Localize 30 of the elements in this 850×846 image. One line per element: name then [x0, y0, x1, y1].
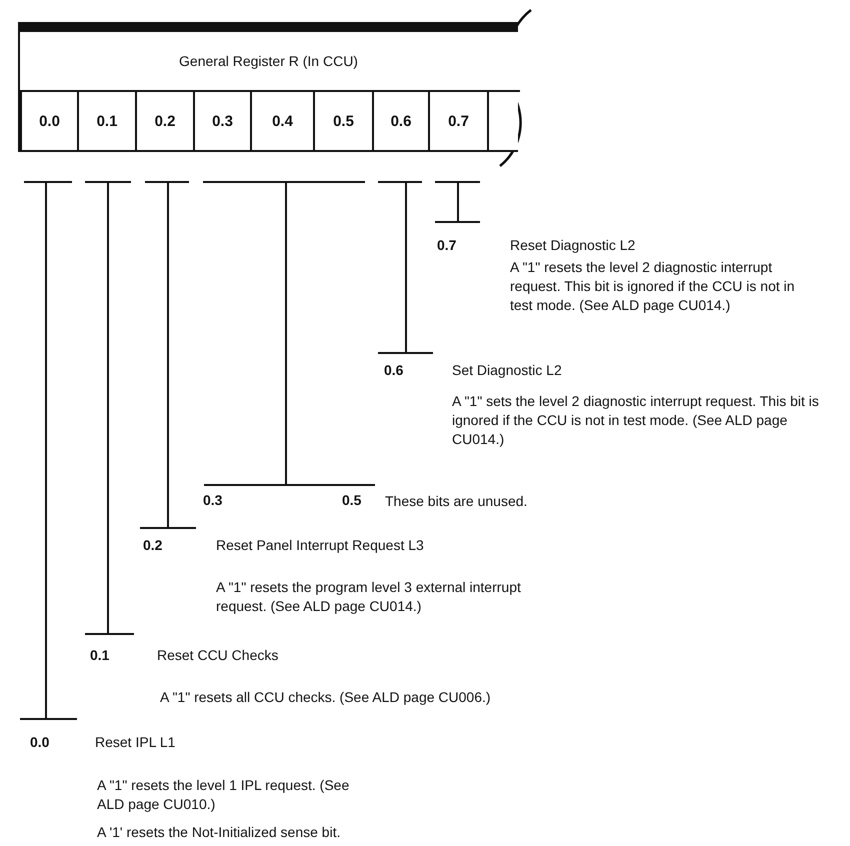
field-name: Reset Diagnostic L2	[510, 236, 636, 255]
register-title: General Register R (In CCU)	[178, 52, 359, 71]
bit-cell: 0.3	[193, 90, 250, 150]
bit-cell: 0.4	[250, 90, 313, 150]
bit-cell: 0.0	[20, 90, 77, 150]
bit-cell: 0.7	[428, 90, 487, 150]
bit-cell: 0.6	[372, 90, 428, 150]
bit-cell: 0.2	[135, 90, 193, 150]
field-name: Reset IPL L1	[95, 733, 176, 752]
field-description: A "1" sets the level 2 diagnostic interrupt request. This bit is ignored if the CCU is not in test mode. (See ALD page CU014.)	[452, 392, 820, 449]
field-name: Set Diagnostic L2	[452, 361, 563, 380]
bit-number: 0.7	[437, 236, 458, 255]
empty-bit-cell	[487, 90, 520, 150]
bit-cell: 0.5	[313, 90, 372, 150]
field-description: A "1" resets the program level 3 external interrupt request. (See ALD page CU014.)	[216, 578, 522, 616]
field-description: A "1" resets the level 2 diagnostic interrupt request. This bit is ignored if the CCU is not in test mode. (See ALD page CU014.)	[510, 258, 796, 315]
field-description: A "1" resets the level 1 IPL request. (See ALD page CU010.)	[97, 776, 350, 814]
bit-cell: 0.1	[77, 90, 135, 150]
field-name: Reset CCU Checks	[157, 646, 280, 665]
bit-number: 0.1	[90, 646, 110, 665]
bit-number: 0.2	[143, 536, 164, 555]
field-description: These bits are unused.	[385, 492, 528, 511]
field-name: Reset Panel Interrupt Request L3	[216, 536, 425, 555]
field-description: A '1' resets the Not-Initialized sense bit.	[97, 823, 342, 842]
bit-number: 0.6	[384, 361, 404, 380]
bit-number: 0.3	[203, 491, 224, 510]
bit-number: 0.5	[342, 491, 362, 510]
field-description: A "1" resets all CCU checks. (See ALD page CU006.)	[160, 688, 492, 707]
register-box	[18, 22, 518, 152]
bit-number: 0.0	[30, 733, 50, 752]
